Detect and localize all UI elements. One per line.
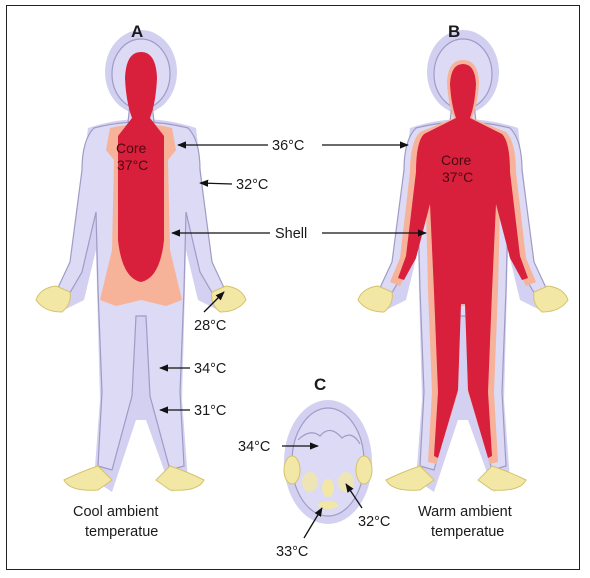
label-34c-leg: 34°C xyxy=(194,361,226,377)
panel-label-b: B xyxy=(448,22,460,41)
ear-left xyxy=(284,456,300,484)
head-shell xyxy=(292,408,364,516)
label-34c-head: 34°C xyxy=(238,439,270,455)
figure-c-head xyxy=(284,400,372,524)
label-31c: 31°C xyxy=(194,403,226,419)
ear-right xyxy=(356,456,372,484)
cheek-right xyxy=(338,472,354,492)
label-32c-face: 32°C xyxy=(358,514,390,530)
cheek-left xyxy=(302,472,318,492)
label-shell: Shell xyxy=(275,226,307,242)
label-33c: 33°C xyxy=(276,544,308,560)
caption-warm-line2: temperatue xyxy=(431,524,504,540)
figure-a-cool xyxy=(36,30,246,492)
label-36c: 36°C xyxy=(272,138,304,154)
core-a-temp: 37°C xyxy=(117,157,148,173)
panel-label-a: A xyxy=(131,22,143,41)
panel-label-c: C xyxy=(314,375,326,394)
nose xyxy=(322,479,334,497)
mouth xyxy=(318,501,338,509)
caption-warm-line1: Warm ambient xyxy=(418,504,512,520)
label-28c: 28°C xyxy=(194,318,226,334)
core-b-label: Core xyxy=(441,152,472,168)
caption-cool-line2: temperatue xyxy=(85,524,158,540)
figure-b-warm xyxy=(358,30,568,492)
core-a-label: Core xyxy=(116,140,147,156)
caption-cool-line1: Cool ambient xyxy=(73,504,158,520)
core-b-temp: 37°C xyxy=(442,169,473,185)
arrow-32-body xyxy=(200,183,232,184)
label-32c-body: 32°C xyxy=(236,177,268,193)
